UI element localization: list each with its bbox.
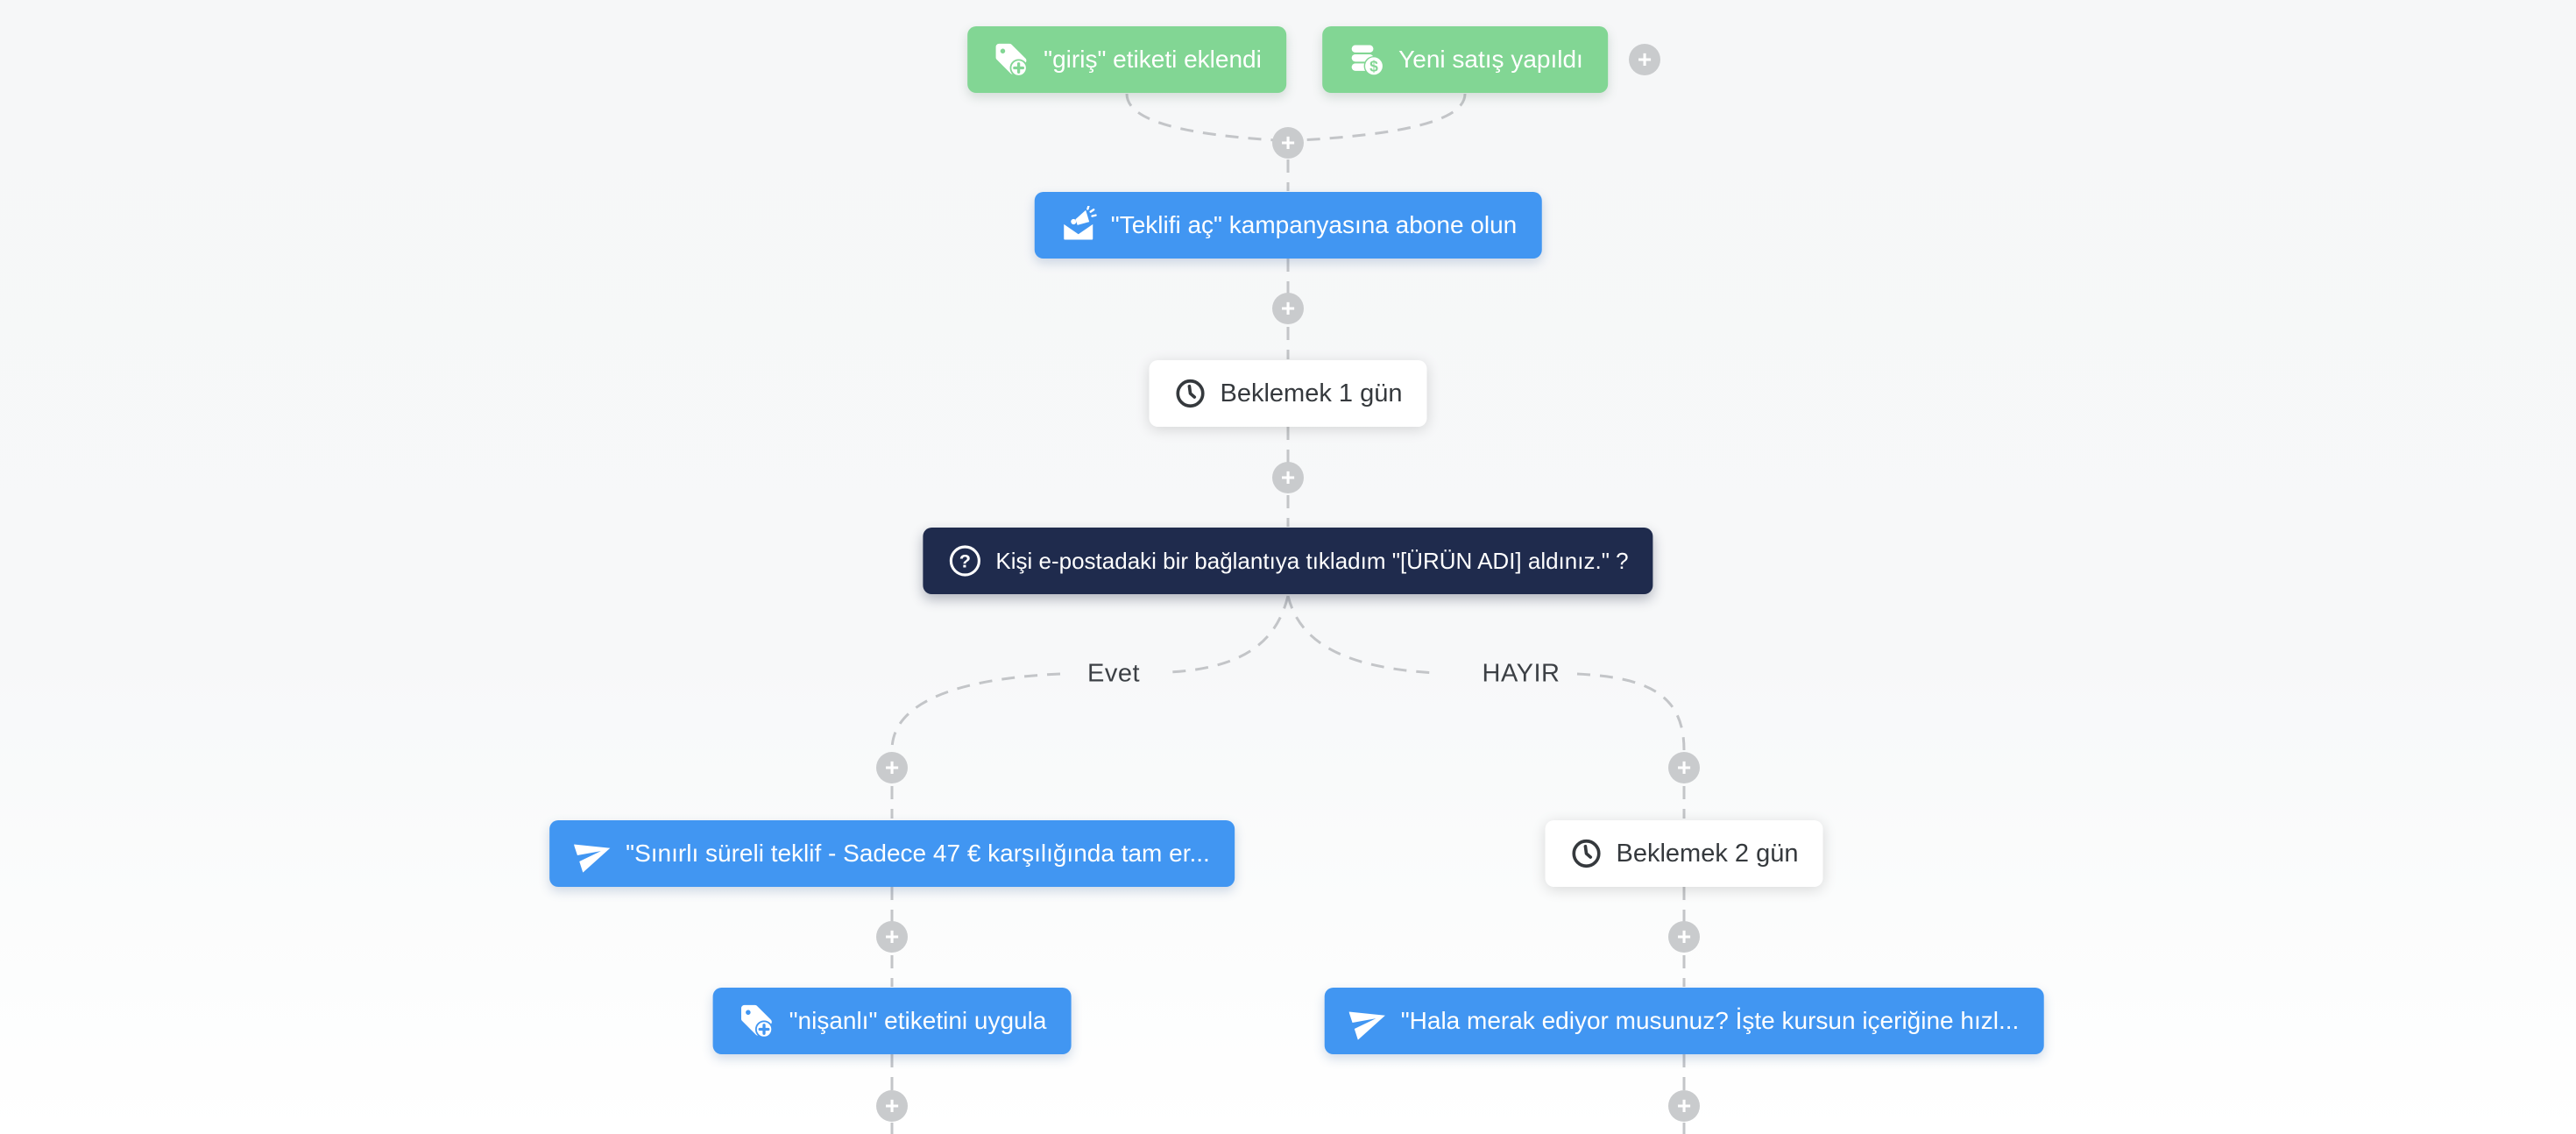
- send-icon: [1348, 1002, 1388, 1040]
- add-trigger-button[interactable]: +: [1629, 44, 1660, 75]
- add-step-button[interactable]: +: [876, 1090, 908, 1122]
- node-trigger-tag-added[interactable]: "giriş" etiketi eklendi: [967, 26, 1286, 93]
- clock-icon: [1174, 377, 1207, 410]
- node-apply-tag[interactable]: "nişanlı" etiketini uygula: [712, 988, 1072, 1054]
- branch-label-no: HAYIR: [1482, 659, 1560, 688]
- node-send-email-offer[interactable]: "Sınırlı süreli teklif - Sadece 47 € kar…: [549, 820, 1235, 887]
- node-label: "giriş" etiketi eklendi: [1044, 46, 1262, 73]
- clock-icon: [1570, 837, 1603, 870]
- add-step-button[interactable]: +: [1668, 1090, 1700, 1122]
- node-label: Beklemek 1 gün: [1220, 379, 1403, 408]
- node-label: "nişanlı" etiketini uygula: [789, 1007, 1047, 1034]
- node-label: "Teklifi aç" kampanyasına abone olun: [1110, 211, 1518, 238]
- node-wait-2-days[interactable]: Beklemek 2 gün: [1545, 820, 1823, 887]
- node-label: "Sınırlı süreli teklif - Sadece 47 € kar…: [626, 840, 1210, 867]
- add-step-button[interactable]: +: [1272, 293, 1304, 324]
- node-send-email-reminder[interactable]: "Hala merak ediyor musunuz? İşte kursun …: [1324, 988, 2044, 1054]
- node-label: "Hala merak ediyor musunuz? İşte kursun …: [1400, 1007, 2020, 1034]
- node-trigger-new-sale[interactable]: $ Yeni satış yapıldı: [1322, 26, 1608, 93]
- node-subscribe-campaign[interactable]: "Teklifi aç" kampanyasına abone olun: [1034, 192, 1542, 259]
- node-label: Beklemek 2 gün: [1616, 839, 1799, 868]
- branch-label-yes: Evet: [1086, 659, 1141, 688]
- add-step-button[interactable]: +: [1272, 462, 1304, 493]
- add-step-button[interactable]: +: [1272, 127, 1304, 159]
- node-decision-link-clicked[interactable]: ? Kişi e-postadaki bir bağlantıya tıklad…: [923, 528, 1653, 594]
- coins-dollar-icon: $: [1347, 40, 1385, 79]
- svg-text:$: $: [1369, 57, 1378, 74]
- svg-text:?: ?: [959, 550, 971, 572]
- campaign-envelope-icon: [1059, 206, 1098, 245]
- add-step-button[interactable]: +: [876, 921, 908, 953]
- tag-plus-icon: [738, 1002, 776, 1040]
- question-icon: ?: [947, 543, 982, 578]
- tag-plus-icon: [992, 40, 1030, 79]
- send-icon: [574, 834, 612, 873]
- add-step-button[interactable]: +: [1668, 921, 1700, 953]
- add-step-button-no[interactable]: +: [1668, 752, 1700, 783]
- node-label: Yeni satış yapıldı: [1398, 46, 1583, 73]
- add-step-button-yes[interactable]: +: [876, 752, 908, 783]
- node-wait-1-day[interactable]: Beklemek 1 gün: [1149, 360, 1427, 427]
- node-label: Kişi e-postadaki bir bağlantıya tıkladım…: [995, 547, 1629, 574]
